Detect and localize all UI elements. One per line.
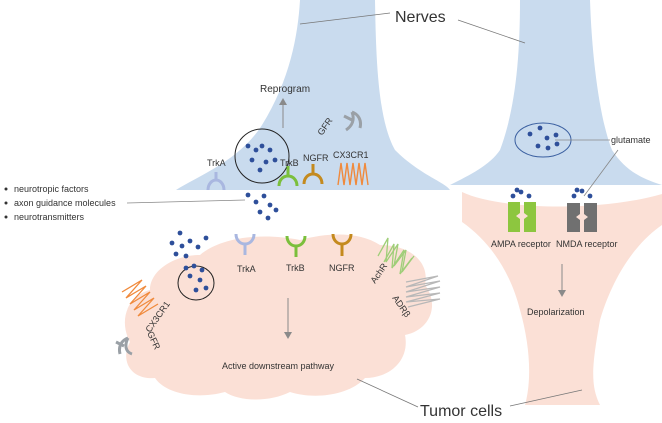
trkb-top-label: TrkB (280, 158, 299, 168)
legend-bullet-1 (4, 187, 8, 191)
cx3cr1-top-receptor-icon (337, 162, 369, 186)
gfr-bottom-receptor-icon (115, 336, 133, 356)
tumor-cell-right (462, 192, 662, 405)
adrb-receptor-icon (405, 275, 441, 308)
free-dots-near-tumor (169, 230, 209, 259)
ngfr-bottom-label: NGFR (329, 263, 355, 273)
legend-item-3: neurotransmitters (14, 212, 85, 222)
ngfr-top-label: NGFR (303, 153, 329, 163)
legend-leader (126, 199, 246, 204)
right-nerve-shape (450, 0, 662, 185)
reprogram-arrowhead (279, 98, 287, 105)
cx3cr1-bottom-receptor-icon (121, 279, 159, 317)
vesicle-left-nerve (234, 128, 290, 184)
reprogram-label: Reprogram (260, 84, 310, 95)
vesicle-tumor-dots (183, 263, 209, 293)
trkb-bottom-label: TrkB (286, 263, 305, 273)
tumor-cells-label: Tumor cells (420, 403, 502, 420)
tumor-cell-left (124, 234, 433, 400)
released-signal-dots (245, 192, 279, 221)
cx3cr1-top-label: CX3CR1 (333, 150, 369, 160)
nerves-leader-right (457, 19, 526, 44)
vesicle-right-dots (527, 125, 560, 151)
trka-top-label: TrkA (207, 158, 226, 168)
nmda-receptor-icon (567, 203, 597, 232)
depolarization-label: Depolarization (527, 307, 585, 317)
glutamate-label: glutamate (611, 135, 651, 145)
legend-bullet-2 (4, 201, 8, 205)
nmda-label: NMDA receptor (556, 239, 618, 249)
achr-receptor-icon (377, 237, 415, 275)
vesicle-left-dots (245, 143, 278, 173)
glutamate-leader-2 (583, 149, 619, 197)
depolarization-arrowhead (558, 290, 566, 297)
legend: neurotropic factors axon guidance molecu… (4, 184, 116, 222)
glutamate-dots (510, 187, 593, 199)
left-nerve-shape (176, 0, 450, 190)
tumor-leader-right (509, 389, 583, 407)
nerves-label: Nerves (395, 9, 446, 26)
pathway-label: Active downstream pathway (222, 361, 335, 371)
gfr-top-receptor-icon (343, 110, 362, 132)
legend-bullet-3 (4, 215, 8, 219)
nerves-leader-left (299, 12, 391, 25)
trka-bottom-label: TrkA (237, 264, 256, 274)
pathway-arrowhead (284, 332, 292, 339)
ampa-label: AMPA receptor (491, 239, 551, 249)
legend-item-1: neurotropic factors (14, 184, 89, 194)
tumor-leader-left (356, 378, 419, 408)
legend-item-2: axon guidance molecules (14, 198, 116, 208)
ampa-receptor-icon (508, 202, 536, 232)
